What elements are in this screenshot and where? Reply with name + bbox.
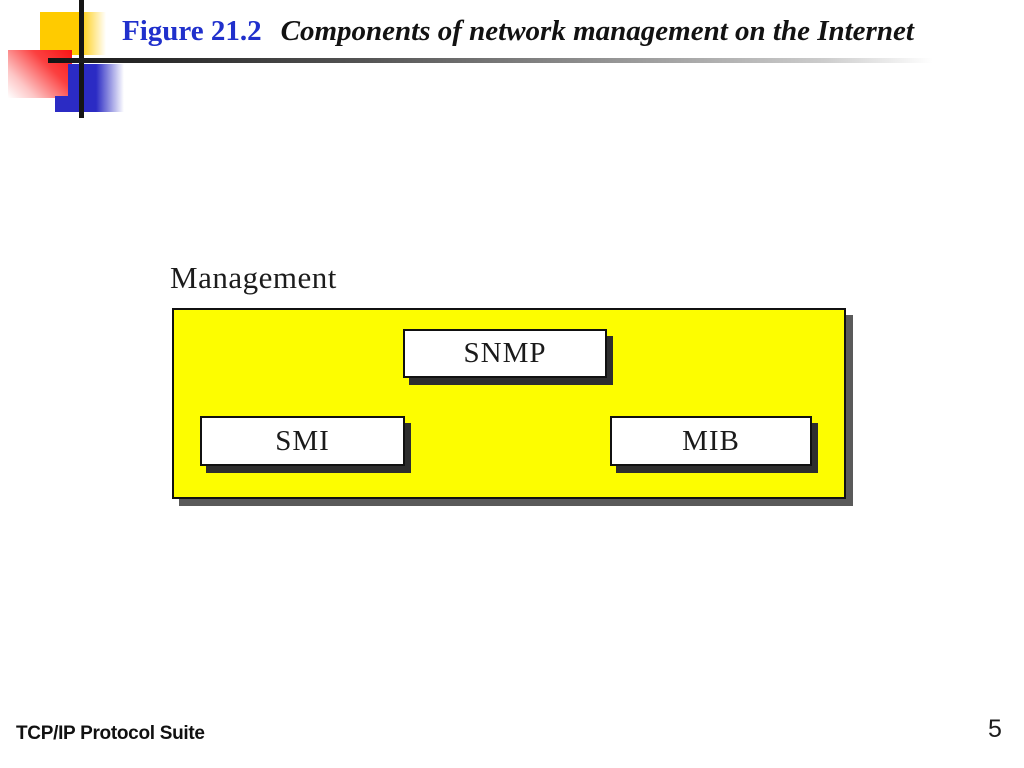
mib-box-label: MIB	[682, 424, 740, 457]
decoration-gold-square	[40, 12, 106, 55]
mib-box: MIB	[610, 416, 812, 466]
figure-caption: Components of network management on the …	[280, 15, 914, 47]
snmp-box: SNMP	[403, 329, 607, 378]
management-container-box: SNMP SMI MIB	[172, 308, 846, 499]
footer-book-title: TCP/IP Protocol Suite	[16, 723, 205, 744]
slide-title: Figure 21.2 Components of network managem…	[122, 15, 982, 48]
management-label: Management	[170, 260, 337, 295]
figure-number-label: Figure 21.2	[122, 15, 262, 47]
title-divider-line	[48, 58, 960, 63]
decoration-blue-step	[55, 96, 81, 112]
smi-box: SMI	[200, 416, 405, 466]
snmp-box-label: SNMP	[463, 337, 547, 369]
page-number: 5	[988, 715, 1002, 743]
smi-box-label: SMI	[275, 424, 330, 457]
